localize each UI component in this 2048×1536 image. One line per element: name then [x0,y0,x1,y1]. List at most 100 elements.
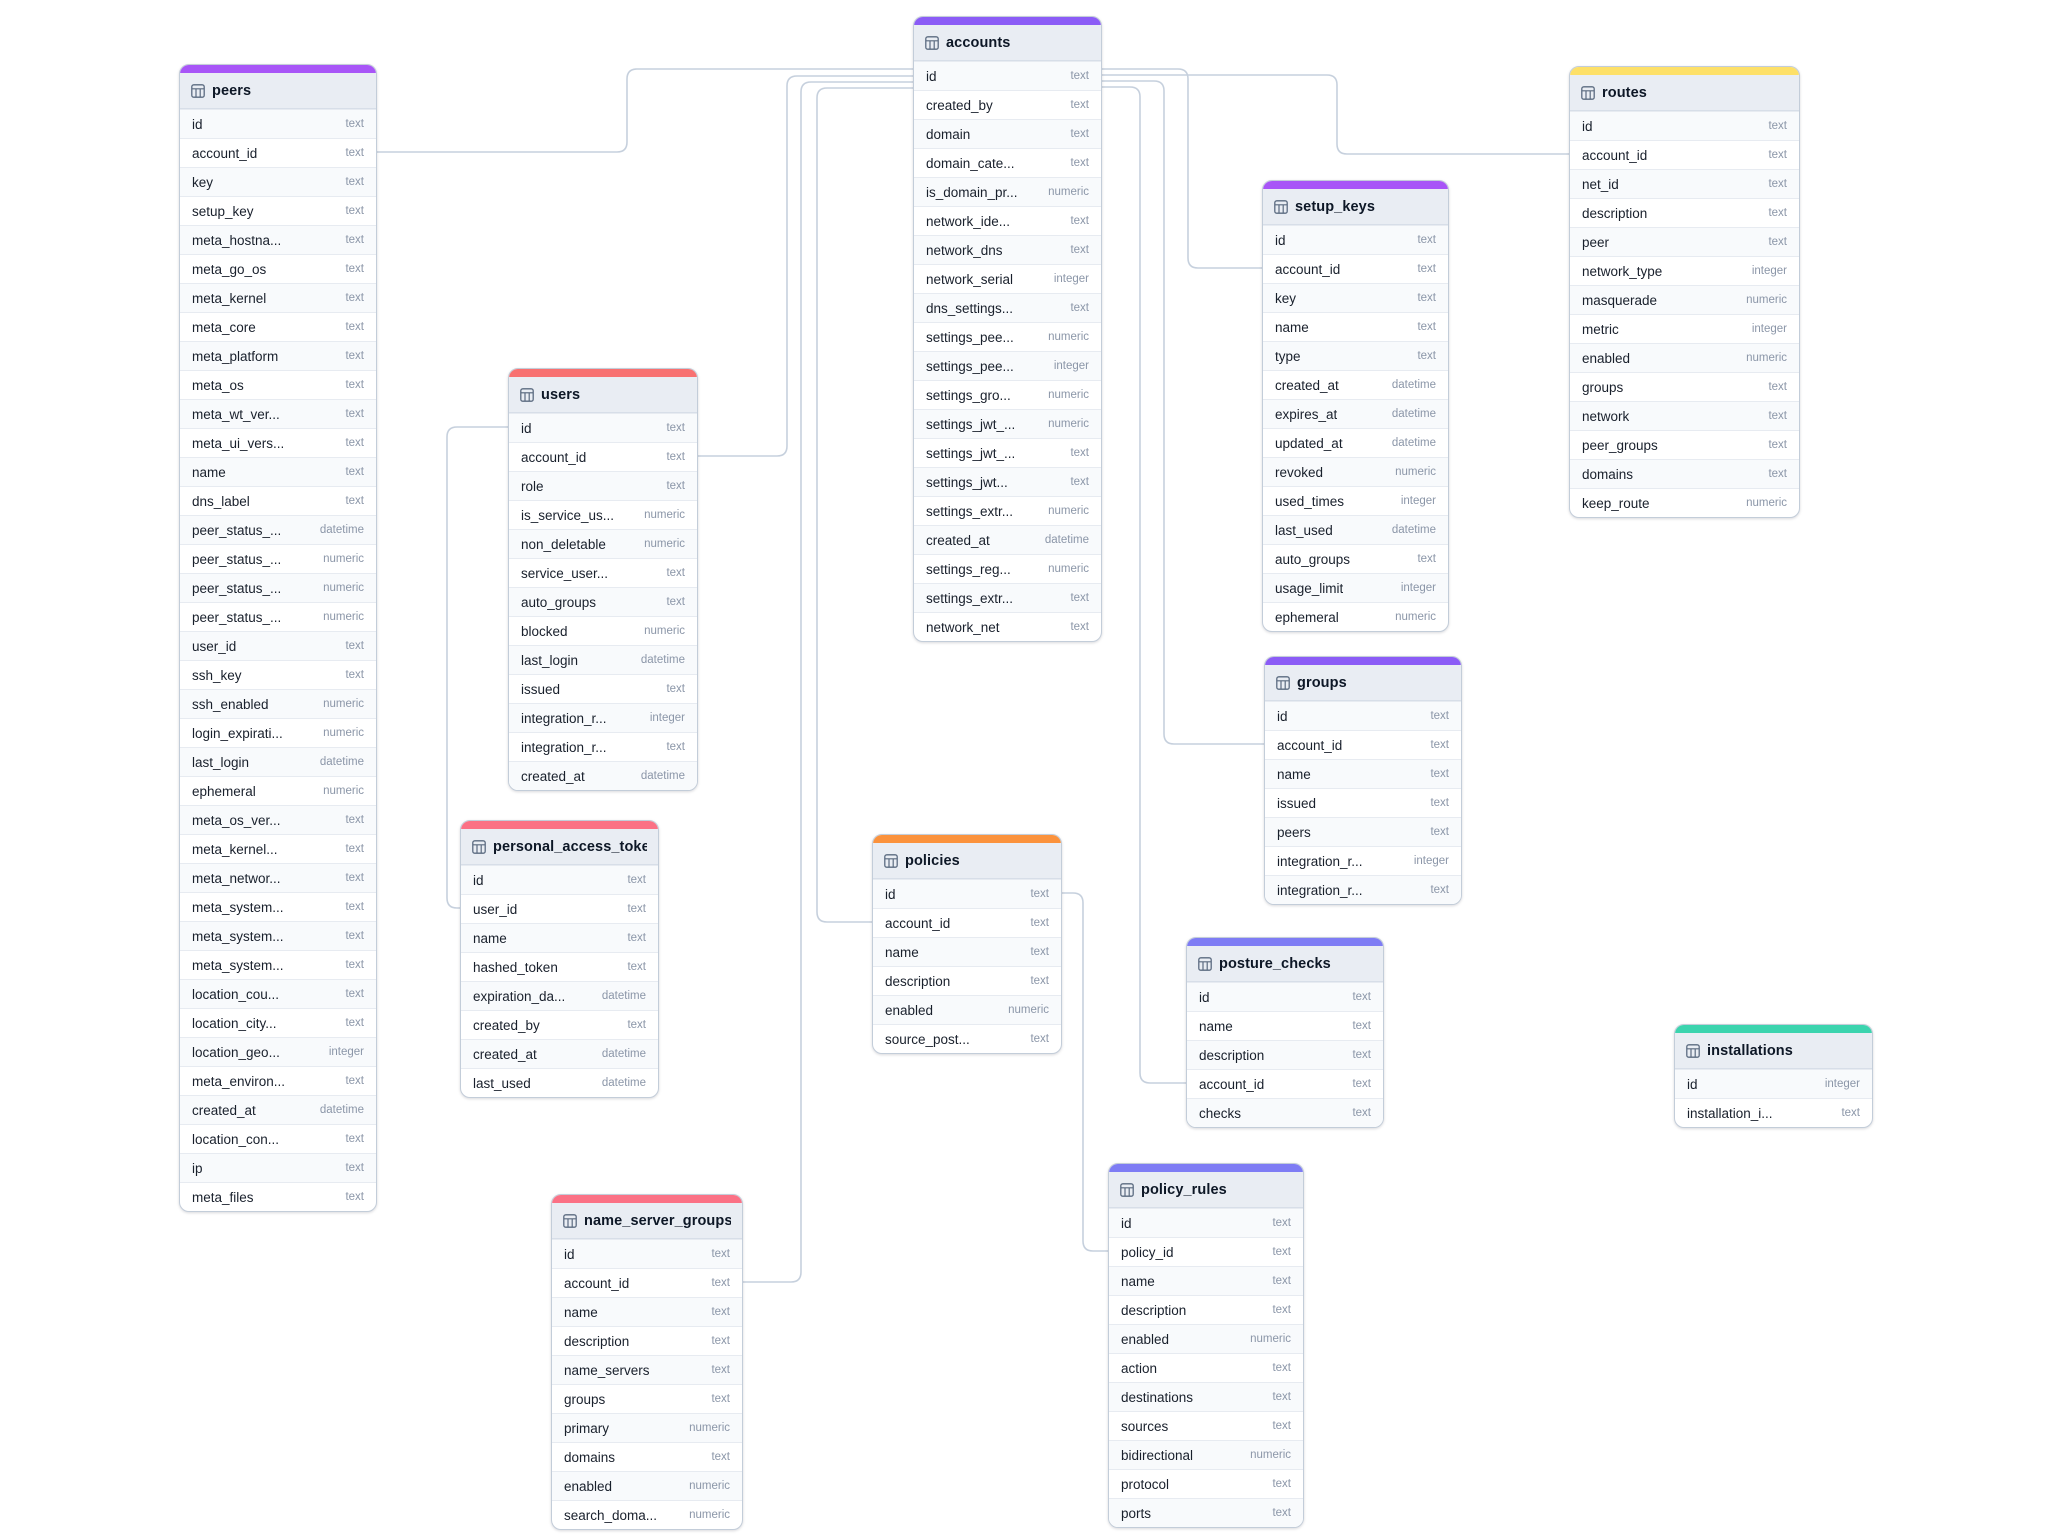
field-row-accounts-settings_extr[interactable]: settings_extr...numeric [914,496,1101,525]
field-row-peers-peer_status_[interactable]: peer_status_...datetime [180,515,376,544]
field-row-accounts-settings_pee[interactable]: settings_pee...integer [914,351,1101,380]
field-row-accounts-settings_jwt_[interactable]: settings_jwt_...numeric [914,409,1101,438]
field-row-accounts-settings_jwt_[interactable]: settings_jwt_...text [914,438,1101,467]
field-row-peers-meta_hostna[interactable]: meta_hostna...text [180,225,376,254]
table-header-routes[interactable]: routes [1570,75,1799,111]
field-row-accounts-is_domain_pr[interactable]: is_domain_pr...numeric [914,177,1101,206]
field-row-peers-meta_os_ver[interactable]: meta_os_ver...text [180,805,376,834]
field-row-peers-peer_status_[interactable]: peer_status_...numeric [180,602,376,631]
field-row-peers-meta_environ[interactable]: meta_environ...text [180,1066,376,1095]
field-row-peers-meta_system[interactable]: meta_system...text [180,950,376,979]
field-row-groups-integration_r[interactable]: integration_r...text [1265,875,1461,904]
table-header-setup_keys[interactable]: setup_keys [1263,189,1448,225]
field-row-peers-meta_wt_ver[interactable]: meta_wt_ver...text [180,399,376,428]
field-row-accounts-network_ide[interactable]: network_ide...text [914,206,1101,235]
field-row-peers-peer_status_[interactable]: peer_status_...numeric [180,573,376,602]
table-header-personal_access_tokens[interactable]: personal_access_tokens [461,829,658,865]
field-row-peers-location_cou[interactable]: location_cou...text [180,979,376,1008]
field-row-peers-meta_system[interactable]: meta_system...text [180,892,376,921]
table-personal_access_tokens[interactable]: personal_access_tokensidtextuser_idtextn… [460,820,659,1098]
field-row-groups-integration_r[interactable]: integration_r...integer [1265,846,1461,875]
field-row-peers-location_geo[interactable]: location_geo...integer [180,1037,376,1066]
field-row-users-service_user[interactable]: service_user...text [509,558,697,587]
field-row-peers-meta_kernel[interactable]: meta_kernel...text [180,834,376,863]
table-header-users[interactable]: users [509,377,697,413]
field-row-accounts-settings_reg[interactable]: settings_reg...numeric [914,554,1101,583]
table-header-installations[interactable]: installations [1675,1033,1872,1069]
field-row-peers-location_con[interactable]: location_con...text [180,1124,376,1153]
table-header-policies[interactable]: policies [873,843,1061,879]
field-row-policies-source_post[interactable]: source_post...text [873,1024,1061,1053]
table-header-posture_checks[interactable]: posture_checks [1187,946,1383,982]
field-row-accounts-dns_settings[interactable]: dns_settings...text [914,293,1101,322]
field-row-accounts-settings_extr[interactable]: settings_extr...text [914,583,1101,612]
field-row-users-is_service_us[interactable]: is_service_us...numeric [509,500,697,529]
table-header-groups[interactable]: groups [1265,665,1461,701]
field-row-users-integration_r[interactable]: integration_r...text [509,732,697,761]
field-row-accounts-settings_jwt[interactable]: settings_jwt...text [914,467,1101,496]
